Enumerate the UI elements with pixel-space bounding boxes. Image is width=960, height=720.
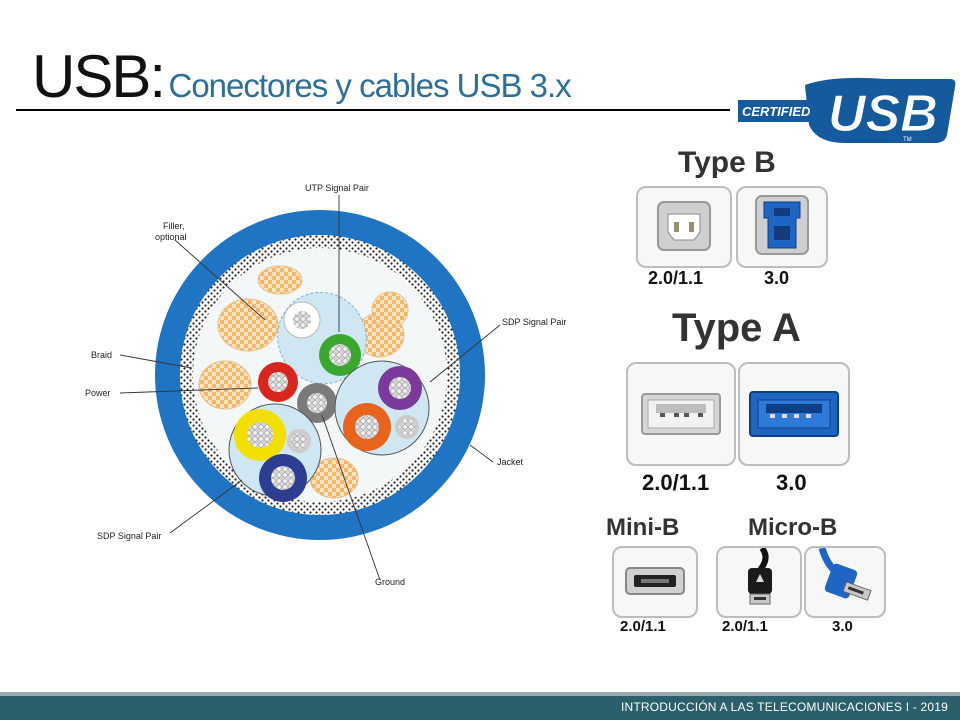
certified-usb-logo: CERTIFIED USB TM [735, 73, 957, 148]
label-power: Power [85, 388, 111, 398]
type-a-title: Type A [672, 306, 801, 350]
mini-b-caption: 2.0/1.1 [620, 618, 666, 635]
type-a-3-photo [738, 362, 850, 466]
type-a-2-caption: 2.0/1.1 [642, 470, 710, 495]
label-jacket: Jacket [497, 457, 524, 467]
logo-certified-text: CERTIFIED [742, 104, 811, 119]
micro-b-title: Micro-B [748, 514, 838, 541]
mini-b-photo [612, 546, 698, 618]
label-filler-line1: Filler, [163, 221, 185, 231]
fillers [198, 265, 409, 499]
label-braid: Braid [91, 350, 112, 360]
title-main: USB: [32, 43, 166, 110]
type-b-3-caption: 3.0 [764, 268, 790, 288]
label-sdp-signal-pair-left: SDP Signal Pair [97, 531, 161, 541]
label-utp-signal-pair: UTP Signal Pair [305, 183, 369, 193]
type-b-2-caption: 2.0/1.1 [648, 268, 704, 288]
type-b-title: Type B [678, 146, 776, 179]
footer-accent-line [0, 692, 960, 696]
footer-bar [0, 692, 960, 720]
label-ground: Ground [375, 577, 405, 587]
title-rule [16, 109, 730, 111]
micro-b-2-caption: 2.0/1.1 [722, 618, 768, 635]
micro-b-3-caption: 3.0 [832, 618, 853, 635]
slide-title: USB: Conectores y cables USB 3.x [32, 42, 572, 111]
title-subtitle: Conectores y cables USB 3.x [168, 67, 572, 104]
type-a-2-photo [626, 362, 736, 466]
leader-lines [119, 195, 501, 581]
logo-tm-text: TM [903, 137, 912, 143]
type-a-3-caption: 3.0 [776, 470, 807, 495]
logo-usb-text: USB [828, 85, 938, 143]
micro-b-3-photo [804, 546, 886, 618]
type-b-3-photo [736, 186, 828, 268]
footer-text: INTRODUCCIÓN A LAS TELECOMUNICACIONES I … [620, 700, 948, 714]
type-b-2-photo [636, 186, 732, 268]
micro-b-2-photo [716, 546, 802, 618]
label-sdp-signal-pair-right: SDP Signal Pair [502, 317, 566, 327]
mini-b-title: Mini-B [606, 514, 680, 541]
cable-cross-section-diagram: UTP Signal Pair Filler, optional SDP Sig… [85, 183, 566, 587]
label-filler-line2: optional [155, 232, 187, 242]
